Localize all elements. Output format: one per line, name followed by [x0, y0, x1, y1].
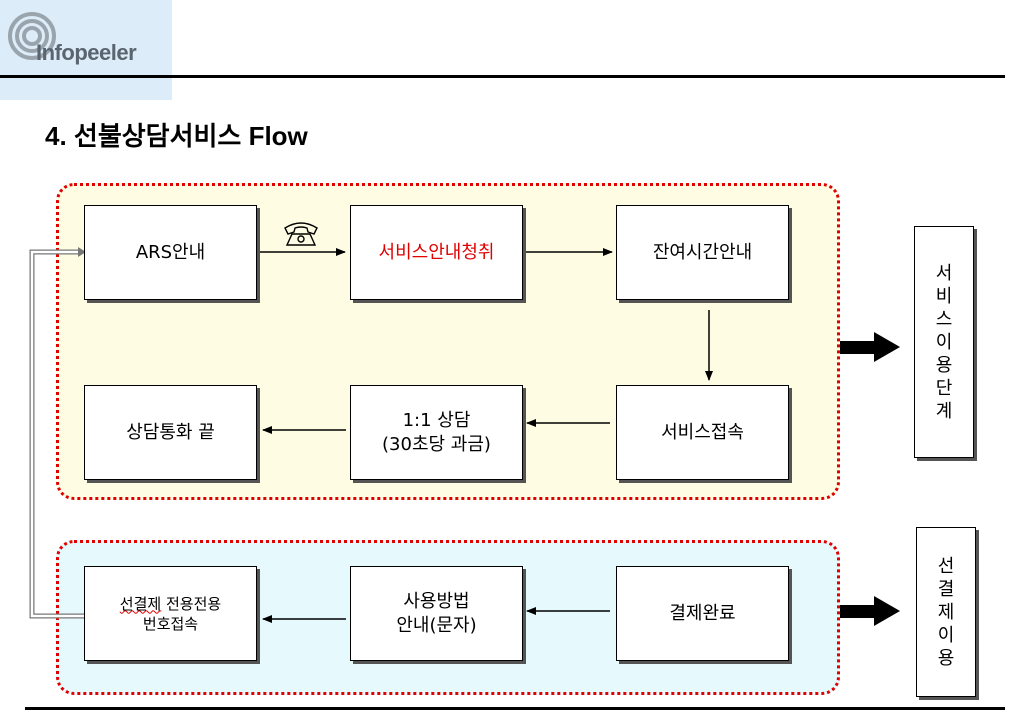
- step-consult-line1: 1:1 상담: [402, 409, 471, 431]
- logo-text: Infopeeler: [36, 40, 137, 65]
- big-arrow-prepay: [840, 596, 900, 626]
- step-payment-done: 결제완료: [616, 566, 789, 661]
- step-consult-line2: (30초당 과금): [382, 433, 491, 455]
- side-label-prepay-use-text: 선결제이용: [937, 555, 955, 669]
- side-label-service-stage-text: 서비스이용단계: [935, 262, 953, 422]
- header-rule: [0, 75, 1005, 78]
- step-prepay-line1b: 전용전용: [165, 594, 222, 613]
- step-remaining-time: 잔여시간안내: [616, 205, 789, 300]
- step-service-connect: 서비스접속: [616, 385, 789, 480]
- step-usage-line1: 사용방법: [403, 590, 470, 612]
- step-prepay-line2: 번호접속: [142, 614, 199, 633]
- side-label-service-stage: 서비스이용단계: [914, 226, 974, 458]
- step-prepay-connect: 선결제 전용전용 번호접속: [84, 566, 257, 661]
- step-service-intro: 서비스안내청취: [350, 205, 523, 300]
- page-title: 4. 선불상담서비스 Flow: [45, 121, 308, 151]
- logo-area: Infopeeler: [0, 0, 172, 100]
- step-ars: ARS안내: [84, 205, 257, 300]
- step-usage-guide: 사용방법 안내(문자): [350, 566, 523, 661]
- step-prepay-line1: 선결제 전용전용: [120, 594, 221, 614]
- step-usage-line2: 안내(문자): [396, 614, 477, 636]
- side-label-prepay-use: 선결제이용: [916, 527, 976, 697]
- step-consult: 1:1 상담 (30초당 과금): [350, 385, 523, 480]
- step-prepay-line1a: 선결제: [119, 594, 162, 613]
- telephone-icon: [284, 222, 318, 246]
- big-arrow-service: [840, 332, 900, 362]
- arrow-prepay-to-ars: [29, 249, 85, 619]
- signal-rings-icon: [8, 12, 56, 60]
- footer-rule: [25, 707, 1005, 710]
- step-end-call: 상담통화 끝: [84, 385, 257, 480]
